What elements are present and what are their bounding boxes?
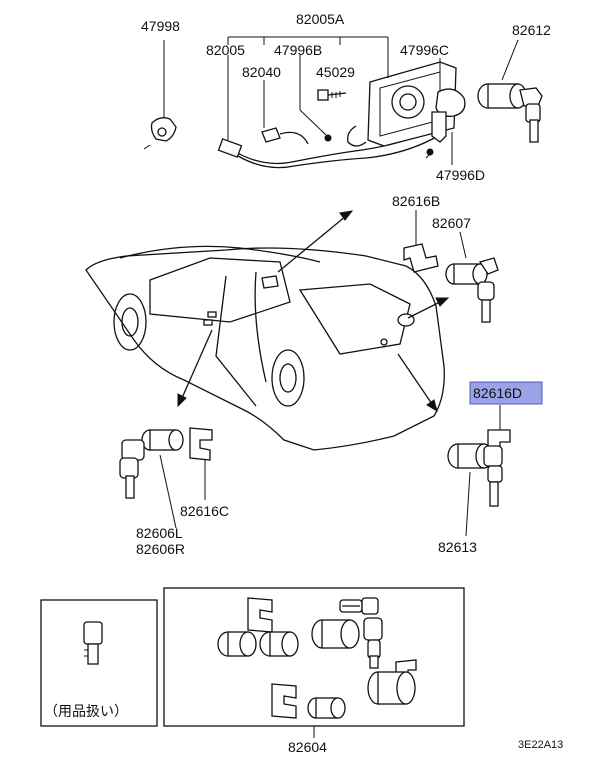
label-47996B: 47996B	[274, 42, 322, 58]
label-82005: 82005	[206, 42, 245, 58]
figure-code: 3E22A13	[518, 739, 563, 751]
part-82005A-door-lock-actuator[interactable]	[347, 45, 466, 147]
label-45029: 45029	[316, 64, 355, 80]
label-47996C: 47996C	[400, 42, 449, 58]
arrow-to-82613	[397, 353, 438, 413]
highlight-82616D	[469, 381, 543, 405]
label-47998: 47998	[141, 18, 180, 34]
part-82616C-retainer-clip[interactable]	[189, 427, 213, 500]
label-82612: 82612	[512, 22, 551, 38]
label-accessory-note: （用品扱い）	[44, 703, 128, 719]
label-82616D: 82616D	[473, 385, 522, 401]
label-47996D: 47996D	[436, 167, 485, 183]
label-82616B: 82616B	[392, 193, 440, 209]
label-82606R: 82606R	[136, 541, 185, 557]
label-82616C: 82616C	[180, 503, 229, 519]
vehicle-outline	[85, 245, 445, 451]
part-47996C-clip[interactable]	[431, 58, 447, 143]
part-47996D-screw[interactable]	[425, 132, 453, 165]
label-82606L: 82606L	[136, 525, 183, 541]
arrow-to-top-assembly	[277, 210, 354, 273]
label-82040: 82040	[242, 64, 281, 80]
part-47996B-screw[interactable]	[299, 55, 332, 142]
part-82616D-retainer-clip[interactable]	[487, 405, 511, 451]
arrow-to-82606	[177, 329, 213, 408]
part-82613-hatch-lock-cylinder[interactable]	[447, 443, 503, 537]
part-82607-tailgate-lock-cylinder[interactable]	[445, 231, 499, 323]
part-82612-lock-cylinder[interactable]	[477, 39, 543, 143]
part-82616B-retainer-clip[interactable]	[403, 210, 439, 273]
label-82005A: 82005A	[296, 11, 345, 27]
arrow-to-82607	[407, 297, 450, 319]
part-45029-bolt[interactable]	[317, 89, 347, 101]
label-82613: 82613	[438, 539, 477, 555]
part-47998-retainer[interactable]	[143, 40, 177, 150]
label-bracket-82005A	[227, 36, 389, 45]
label-82604: 82604	[288, 739, 327, 755]
accessory-key-box[interactable]	[40, 599, 158, 727]
label-82607: 82607	[432, 215, 471, 231]
part-82604-lock-set-kit[interactable]	[163, 587, 465, 738]
part-82606-door-lock-cylinder[interactable]	[119, 429, 184, 529]
